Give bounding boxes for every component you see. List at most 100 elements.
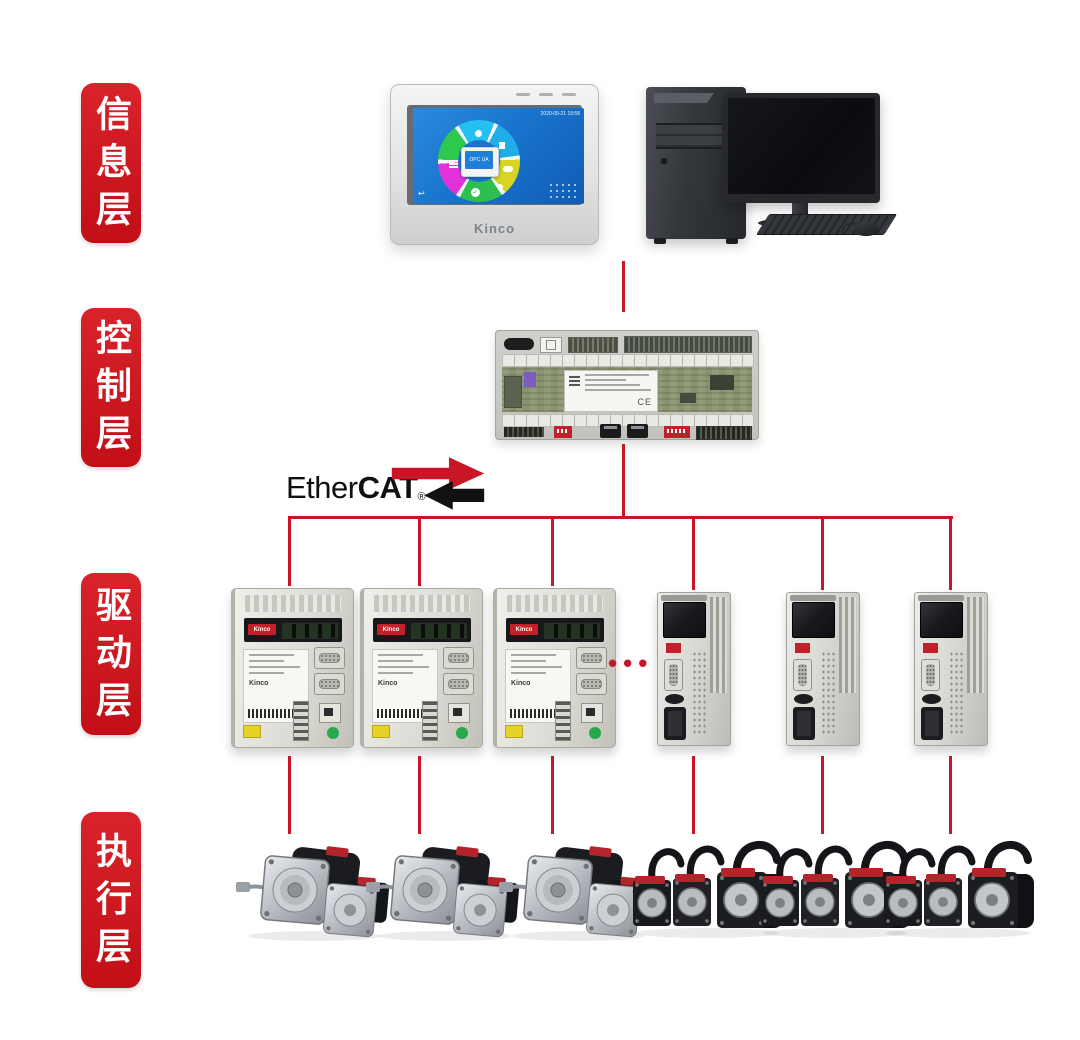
dsub-connector	[664, 659, 683, 691]
power-connector	[793, 707, 815, 740]
warning-label	[372, 725, 390, 738]
dot-grid	[548, 182, 578, 198]
vent-holes	[692, 651, 706, 737]
heatsink-fins	[967, 597, 984, 693]
more-drives-ellipsis: •••	[608, 648, 654, 678]
io-port	[581, 703, 603, 723]
power-connector	[921, 707, 943, 740]
hmi-screen: 2020-05-21 19:58 ✓ ↩ OPC UA	[413, 108, 584, 204]
pc-monitor-screen	[728, 98, 875, 194]
opc-ua-label: OPC UA	[465, 151, 493, 169]
link-drive3-motor	[551, 756, 554, 834]
servo-motor-pair-1	[236, 846, 390, 941]
plc-controller: CE	[495, 330, 759, 440]
heatsink-fins	[710, 597, 727, 693]
drive-display-window	[792, 602, 835, 638]
back-arrow-icon: ↩	[418, 189, 425, 198]
round-connector	[794, 694, 813, 704]
round-connector	[922, 694, 941, 704]
ethernet-port	[600, 424, 621, 438]
vent-holes	[949, 651, 963, 737]
ethercat-logo: EtherCAT®	[286, 457, 486, 514]
layer-tag-control: 控制层	[81, 308, 141, 467]
terminal-pins	[555, 701, 571, 741]
io-port	[448, 703, 470, 723]
chip	[710, 375, 734, 390]
component	[504, 376, 522, 408]
pc-mouse	[842, 221, 878, 236]
dsub-connector	[314, 647, 345, 669]
servo-drive-large-3: Kinco Kinco	[493, 588, 616, 748]
drive-label-brand: Kinco	[249, 680, 269, 687]
drive-brand-badge	[795, 643, 810, 653]
barcode	[377, 709, 431, 718]
ethercat-arrow-icon	[391, 457, 485, 510]
drive-top-cap	[918, 595, 964, 601]
dsub-connector	[314, 673, 345, 695]
servo-motor-pair-3	[499, 846, 653, 941]
drive-top-cap	[661, 595, 707, 601]
drive-display-window	[663, 602, 706, 638]
hmi-bezel-vents	[516, 93, 576, 96]
drive-led-display	[411, 623, 467, 639]
drive-brand-badge: Kinco	[377, 624, 405, 635]
drive-vents	[374, 595, 470, 612]
drive-brand-badge	[923, 643, 938, 653]
servo-drive-slim-2	[786, 592, 860, 746]
bulb-icon	[497, 184, 503, 190]
round-connector	[665, 694, 684, 704]
pc-foot	[654, 238, 666, 244]
bus-drop-2	[418, 516, 421, 586]
link-drive4-motor	[692, 756, 695, 834]
hmi-touch-panel: 2020-05-21 19:58 ✓ ↩ OPC UA Kinco	[390, 84, 599, 245]
status-dot	[456, 727, 468, 739]
warning-label	[243, 725, 261, 738]
ce-mark: CE	[637, 397, 652, 407]
pc-drive-bays	[656, 123, 722, 149]
bus-drop-1	[288, 516, 291, 586]
servo-drive-large-2: Kinco Kinco	[360, 588, 483, 748]
warning-label	[505, 725, 523, 738]
hmi-datetime: 2020-05-21 19:58	[540, 111, 580, 117]
drive-brand-badge	[666, 643, 681, 653]
bus-drop-5	[821, 516, 824, 590]
drive-front-panel: Kinco	[506, 618, 604, 642]
terminal-pins	[422, 701, 438, 741]
drive-brand-badge: Kinco	[510, 624, 538, 635]
hmi-center-widget: OPC UA	[461, 147, 499, 177]
servo-motor-pair-2	[366, 846, 520, 941]
plc-label-strip	[502, 354, 754, 367]
dip-switch	[664, 426, 690, 438]
io-port	[319, 703, 341, 723]
drive-display-window	[920, 602, 963, 638]
status-dot	[589, 727, 601, 739]
link-drive6-motor	[949, 756, 952, 834]
barcode	[510, 709, 564, 718]
barcode	[248, 709, 302, 718]
drive-vents	[245, 595, 341, 612]
dsub-connector	[443, 647, 474, 669]
pc-monitor	[723, 93, 880, 203]
dip-switch	[554, 426, 572, 438]
link-drive2-motor	[418, 756, 421, 834]
shield-check-icon: ✓	[471, 188, 480, 197]
servo-drive-slim-1	[657, 592, 731, 746]
plc-circuit-board: CE	[502, 367, 752, 412]
plc-pin-header	[504, 427, 544, 437]
terminal-pins	[293, 701, 309, 741]
dsub-connector	[921, 659, 940, 691]
bus-drop-6	[949, 516, 952, 590]
vent-holes	[821, 651, 835, 737]
layer-tag-information: 信息层	[81, 83, 141, 243]
building-icon	[499, 142, 505, 149]
heatsink-fins	[839, 597, 856, 693]
chip	[680, 393, 696, 403]
drive-led-display	[544, 623, 600, 639]
drive-led-display	[282, 623, 338, 639]
bus-drop-4	[692, 516, 695, 590]
drive-top-cap	[790, 595, 836, 601]
plc-hdmi-port	[504, 338, 534, 350]
link-drive5-motor	[821, 756, 824, 834]
dsub-connector	[443, 673, 474, 695]
power-connector	[664, 707, 686, 740]
